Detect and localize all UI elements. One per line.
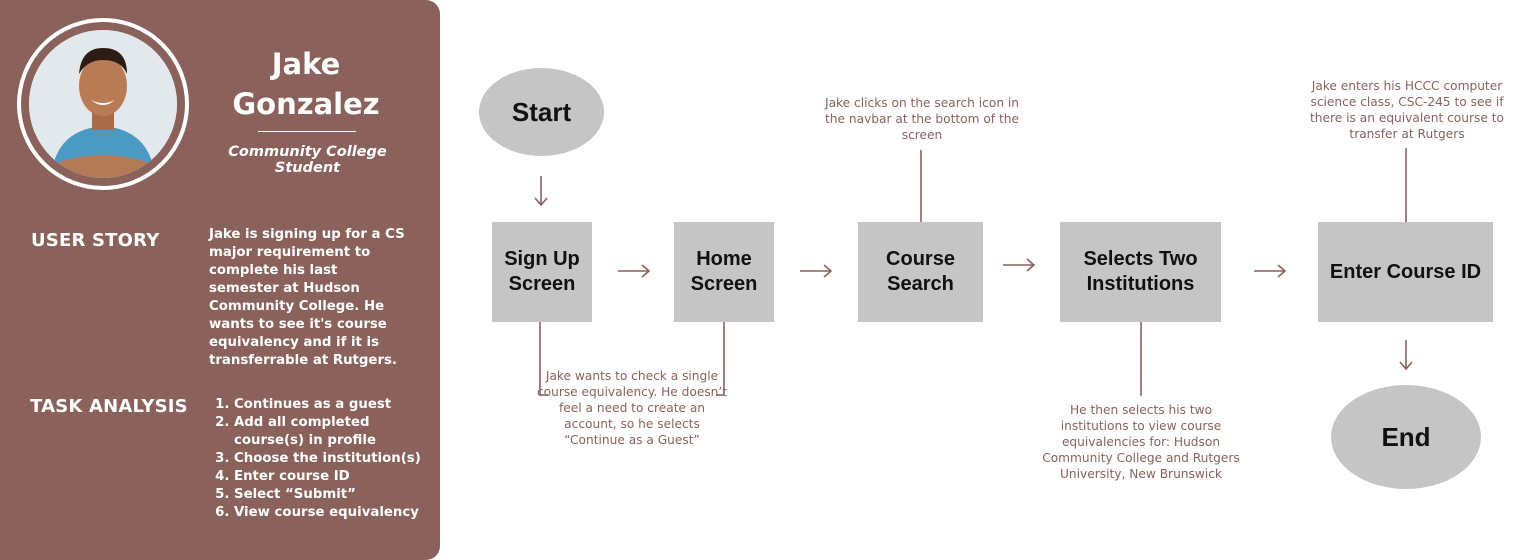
step-home-screen: Home Screen	[674, 222, 774, 322]
arrow-right-icon	[1254, 264, 1287, 278]
persona-name: Jake Gonzalez	[232, 47, 380, 121]
persona-panel: Jake Gonzalez Community College Student …	[0, 0, 440, 560]
task-item: Choose the institution(s)	[234, 450, 438, 468]
name-divider	[258, 131, 356, 132]
note-institutions: He then selects his two institutions to …	[1042, 403, 1240, 481]
note-course-id: Jake enters his HCCC computer science cl…	[1310, 79, 1504, 141]
person-photo-icon	[29, 30, 177, 178]
task-item: Add all completed course(s) in profile	[234, 414, 438, 450]
user-story-heading: USER STORY	[31, 230, 160, 251]
task-item: Select “Submit”	[234, 486, 438, 504]
note-bracket	[716, 322, 725, 396]
step-course-search: Course Search	[858, 222, 983, 322]
step-sign-up-screen: Sign Up Screen	[492, 222, 592, 322]
end-node: End	[1331, 385, 1481, 489]
arrow-right-icon	[1003, 258, 1036, 272]
persona-role: Community College Student	[228, 144, 387, 176]
user-story-text: Jake is signing up for a CS major requir…	[209, 227, 405, 368]
task-item: View course equivalency	[234, 504, 438, 522]
note-search: Jake clicks on the search icon in the na…	[824, 96, 1020, 142]
avatar	[29, 30, 177, 178]
step-selects-two-institutions: Selects Two Institutions	[1060, 222, 1221, 322]
note-bracket	[539, 322, 548, 396]
task-item: Enter course ID	[234, 468, 438, 486]
start-node: Start	[479, 68, 604, 156]
task-list: Continues as a guest Add all completed c…	[213, 396, 438, 522]
arrow-right-icon	[800, 264, 833, 278]
task-item: Continues as a guest	[234, 396, 438, 414]
note-guest: Jake wants to check a single course equi…	[536, 369, 728, 447]
step-enter-course-id: Enter Course ID	[1318, 222, 1493, 322]
task-analysis-heading: TASK ANALYSIS	[30, 396, 188, 417]
arrow-down-icon	[1399, 340, 1413, 371]
arrow-right-icon	[618, 264, 651, 278]
arrow-down-icon	[534, 176, 548, 207]
